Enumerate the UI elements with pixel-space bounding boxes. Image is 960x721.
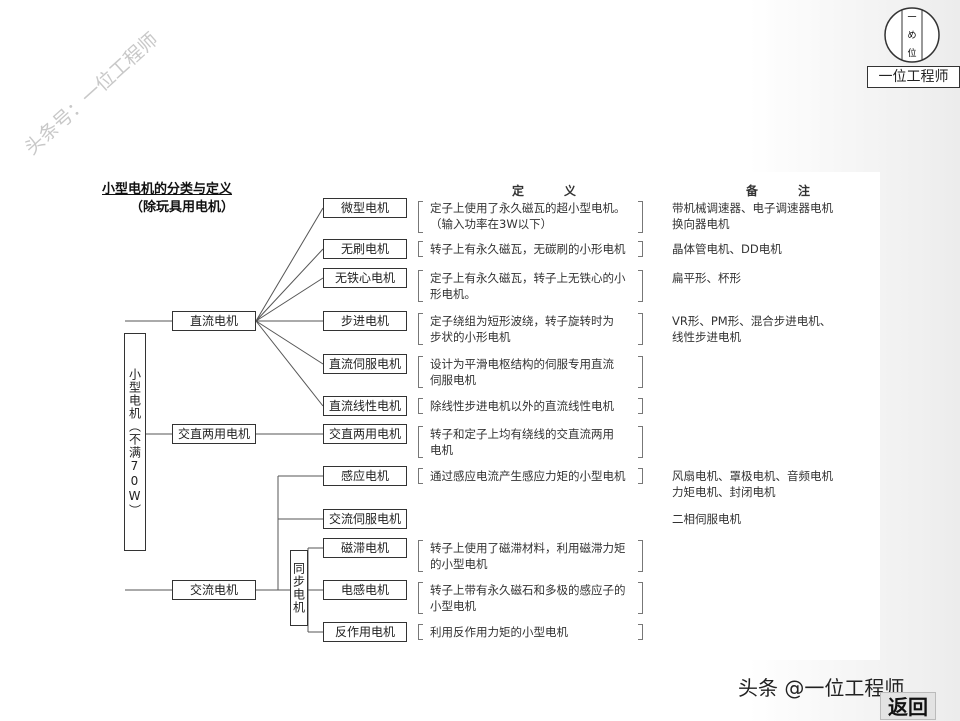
leaf-induction-motor: 感应电机 — [323, 466, 407, 486]
bracket-left — [418, 356, 423, 388]
leaf-dc-servo-motor: 直流伺服电机 — [323, 354, 407, 374]
diagram-title: 小型电机的分类与定义 — [102, 182, 233, 197]
leaf-micro-motor: 微型电机 — [323, 198, 407, 218]
logo-glyph-1: 一 — [907, 13, 916, 23]
logo-seal-icon: 一 め 位 — [884, 7, 940, 63]
note-coreless-motor: 扁平形、杯形 — [672, 271, 741, 285]
definition-dc-servo-motor: 设计为平滑电枢结构的伺服专用直流 伺服电机 — [430, 357, 614, 387]
sync-motor-group: 同步电机 — [290, 550, 308, 626]
note-stepper-motor: VR形、PM形、混合步进电机、 线性步进电机 — [672, 314, 832, 344]
bracket-left — [418, 201, 423, 233]
category-ac-motor: 交流电机 — [172, 580, 256, 600]
diagram-subtitle: （除玩具用电机） — [130, 200, 235, 215]
definition-hysteresis-motor: 转子上使用了磁滞材料，利用磁滞力矩 的小型电机 — [430, 541, 626, 571]
definition-reaction-motor: 利用反作用力矩的小型电机 — [430, 625, 568, 639]
definition-brushless-motor: 转子上有永久磁瓦，无碳刷的小形电机 — [430, 242, 626, 256]
leaf-dc-linear-motor: 直流线性电机 — [323, 396, 407, 416]
logo-glyph-3: 位 — [907, 47, 916, 59]
bracket-right — [638, 398, 643, 414]
column-header-definition: 定 义 — [512, 184, 591, 198]
definition-micro-motor: 定子上使用了永久磁瓦的超小型电机。 （输入功率在3W以下） — [430, 201, 626, 231]
definition-dc-linear-motor: 除线性步进电机以外的直流线性电机 — [430, 399, 614, 413]
definition-coreless-motor: 定子上有永久磁瓦，转子上无铁心的小 形电机。 — [430, 271, 626, 301]
bracket-right — [638, 624, 643, 640]
leaf-reaction-motor: 反作用电机 — [323, 622, 407, 642]
back-button[interactable]: 返回 — [880, 692, 936, 720]
leaf-stepper-motor: 步进电机 — [323, 311, 407, 331]
note-induction-motor: 风扇电机、罩极电机、音频电机 力矩电机、封闭电机 — [672, 469, 833, 499]
logo: 一 め 位 — [866, 2, 958, 88]
bracket-right — [638, 468, 643, 484]
diagram-panel — [94, 172, 880, 660]
root-small-motor: 小型电机（不满70W） — [124, 333, 146, 551]
definition-inductor-motor: 转子上带有永久磁石和多极的感应子的 小型电机 — [430, 583, 626, 613]
bracket-left — [418, 313, 423, 345]
bracket-left — [418, 624, 423, 640]
bracket-left — [418, 270, 423, 302]
bracket-left — [418, 582, 423, 614]
leaf-coreless-motor: 无铁心电机 — [323, 268, 407, 288]
category-acdc-motor: 交直两用电机 — [172, 424, 256, 444]
bracket-right — [638, 270, 643, 302]
bracket-right — [638, 582, 643, 614]
footer-brand: 头条 @一位工程师 — [738, 676, 905, 700]
bracket-left — [418, 426, 423, 458]
bracket-left — [418, 540, 423, 572]
bracket-right — [638, 241, 643, 257]
bracket-right — [638, 426, 643, 458]
category-dc-motor: 直流电机 — [172, 311, 256, 331]
definition-induction-motor: 通过感应电流产生感应力矩的小型电机 — [430, 469, 626, 483]
note-brushless-motor: 晶体管电机、DD电机 — [672, 242, 782, 256]
leaf-acdc-motor: 交直两用电机 — [323, 424, 407, 444]
bracket-left — [418, 468, 423, 484]
note-micro-motor: 带机械调速器、电子调速器电机 换向器电机 — [672, 201, 833, 231]
leaf-inductor-motor: 电感电机 — [323, 580, 407, 600]
bracket-right — [638, 313, 643, 345]
leaf-hysteresis-motor: 磁滞电机 — [323, 538, 407, 558]
definition-stepper-motor: 定子绕组为短形波绕，转子旋转时为 步状的小形电机 — [430, 314, 614, 344]
bracket-right — [638, 540, 643, 572]
definition-acdc-motor: 转子和定子上均有绕线的交直流两用 电机 — [430, 427, 614, 457]
leaf-ac-servo-motor: 交流伺服电机 — [323, 509, 407, 529]
bracket-right — [638, 356, 643, 388]
bracket-right — [638, 201, 643, 233]
bracket-left — [418, 241, 423, 257]
logo-glyph-2: め — [907, 30, 916, 41]
note-ac-servo-motor: 二相伺服电机 — [672, 512, 741, 526]
leaf-brushless-motor: 无刷电机 — [323, 239, 407, 259]
logo-label: 一位工程师 — [867, 66, 960, 88]
column-header-notes: 备 注 — [746, 184, 825, 198]
bracket-left — [418, 398, 423, 414]
